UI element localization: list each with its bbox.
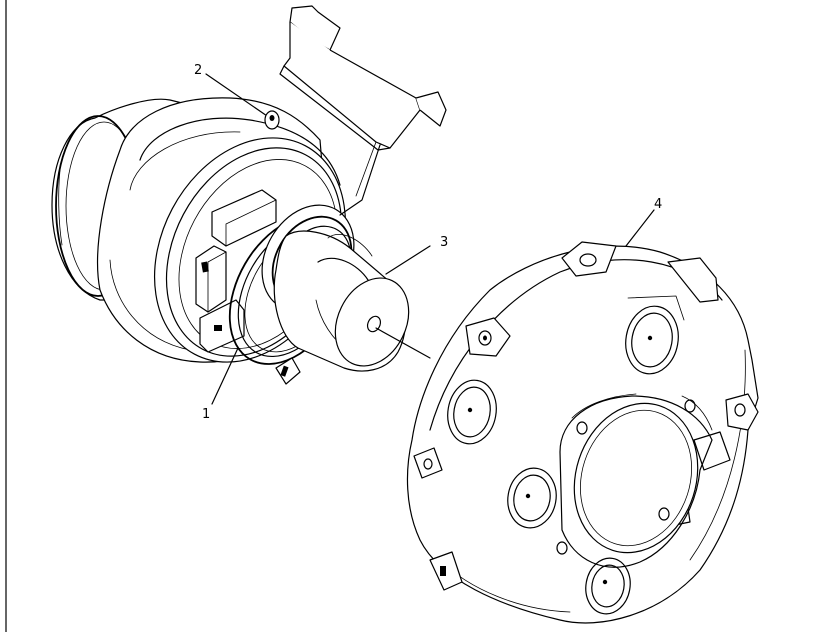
leader-line-3	[385, 245, 431, 275]
callout-4: 4	[654, 197, 662, 212]
shaft-axis-line	[375, 327, 431, 359]
seal-assembly	[273, 230, 410, 372]
center-bore	[573, 402, 699, 554]
part-2-fitting	[264, 110, 280, 130]
center-flange	[559, 395, 713, 568]
clip-lower	[275, 357, 301, 385]
cover-plate	[406, 241, 759, 624]
port-upper-right	[625, 305, 679, 375]
leader-line-1	[211, 347, 239, 405]
cover-top-tab	[561, 241, 617, 277]
mount-bracket	[279, 5, 447, 216]
callout-2: 2	[194, 63, 202, 78]
seal-center-hole	[366, 315, 382, 333]
bracket-upper	[211, 189, 277, 247]
leader-line-4	[625, 209, 655, 247]
leader-line-2	[205, 73, 271, 119]
callout-3: 3	[440, 235, 448, 250]
housing-assembly	[51, 97, 355, 385]
bracket-left	[195, 245, 227, 313]
callout-1: 1	[202, 407, 210, 422]
seal-face	[334, 277, 410, 367]
